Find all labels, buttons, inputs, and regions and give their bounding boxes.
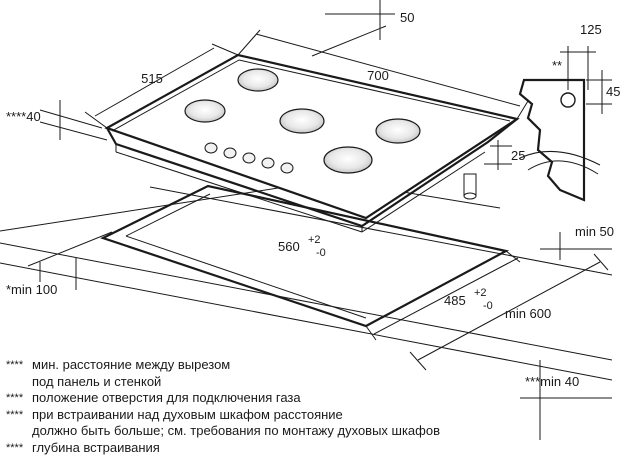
note-text: при встраивании над духовым шкафом расст…: [32, 406, 343, 422]
dimension-side-height-label: 45: [606, 84, 620, 99]
dimension-min-side-label: min 600: [505, 306, 551, 321]
dimension-depth: 515: [84, 43, 239, 129]
dimension-min-front: *min 100: [6, 231, 113, 297]
dimension-min-bottom: ***min 40: [520, 360, 612, 440]
notes-list: **** мин. расстояние между вырезом под па…: [6, 357, 606, 457]
note-marker: ****: [6, 408, 24, 421]
dimension-cutout-depth-tol-plus: +2: [474, 287, 487, 299]
note-text: должно быть больше; см. требования по мо…: [32, 423, 440, 439]
burner-center: [279, 108, 325, 134]
note-text: мин. расстояние между вырезом: [32, 357, 231, 372]
note-row: **** при встраивании над духовым шкафом р…: [6, 407, 606, 424]
knob-icon: [280, 162, 294, 174]
note-marker: [6, 423, 32, 440]
burners: [184, 68, 421, 174]
dimension-cutout-width: 560 +2 -0: [278, 234, 326, 259]
dimension-cutout-depth-label: 485: [444, 293, 466, 308]
dimension-edge-offset: ****40: [6, 100, 108, 141]
dimension-min-side: min 600: [409, 253, 609, 371]
dimension-top-offset: 50: [311, 0, 414, 57]
burner-back-left: [237, 68, 279, 92]
side-profile: 125 ** 45: [518, 22, 620, 202]
note-row: **** мин. расстояние между вырезом: [6, 357, 606, 374]
note-marker: ****: [6, 441, 24, 454]
dimension-min-bottom-label: ***min 40: [525, 374, 579, 389]
knob-icon: [223, 147, 237, 159]
dimension-edge-offset-label: ****40: [6, 109, 41, 124]
note-text: под панель и стенкой: [32, 373, 162, 389]
note-row: **** положение отверстия для подключения …: [6, 390, 606, 407]
note-text: глубина встраивания: [32, 439, 160, 455]
note-marker: ****: [6, 392, 24, 405]
dimension-depth-label: 515: [141, 71, 163, 86]
dimension-width: 700: [237, 29, 529, 120]
dimension-min-front-label: *min 100: [6, 282, 57, 297]
dimension-height: 25: [484, 140, 525, 170]
dimension-width-label: 700: [367, 68, 389, 83]
knob-icon: [242, 152, 256, 164]
note-text: положение отверстия для подключения газа: [32, 390, 301, 406]
dimension-top-offset-label: 50: [400, 10, 414, 25]
worktop: [0, 179, 613, 381]
dimension-side-width-label: 125: [580, 22, 602, 37]
dimension-min-back-label: min 50: [575, 224, 614, 239]
dimension-cutout-depth: 485 +2 -0: [365, 250, 521, 341]
note-row: **** глубина встраивания: [6, 440, 606, 457]
gas-marker-label: **: [552, 58, 562, 73]
dimension-cutout-width-label: 560: [278, 239, 300, 254]
control-knobs: [204, 142, 294, 174]
note-marker: ****: [6, 359, 24, 371]
note-row: под панель и стенкой: [6, 374, 606, 391]
dimension-cutout-depth-tol-minus: -0: [483, 300, 493, 312]
knob-icon: [204, 142, 218, 154]
dimension-height-label: 25: [511, 148, 525, 163]
knob-icon: [261, 157, 275, 169]
gas-connector: [463, 173, 477, 200]
dimension-cutout-width-tol-plus: +2: [308, 234, 321, 246]
note-marker: [6, 374, 32, 391]
note-row: должно быть больше; см. требования по мо…: [6, 423, 606, 440]
dimension-min-back: min 50: [540, 224, 614, 260]
dimension-cutout-width-tol-minus: -0: [316, 247, 326, 259]
burner-front: [323, 146, 373, 174]
burner-right: [375, 118, 421, 144]
burner-middle-left: [184, 99, 226, 123]
